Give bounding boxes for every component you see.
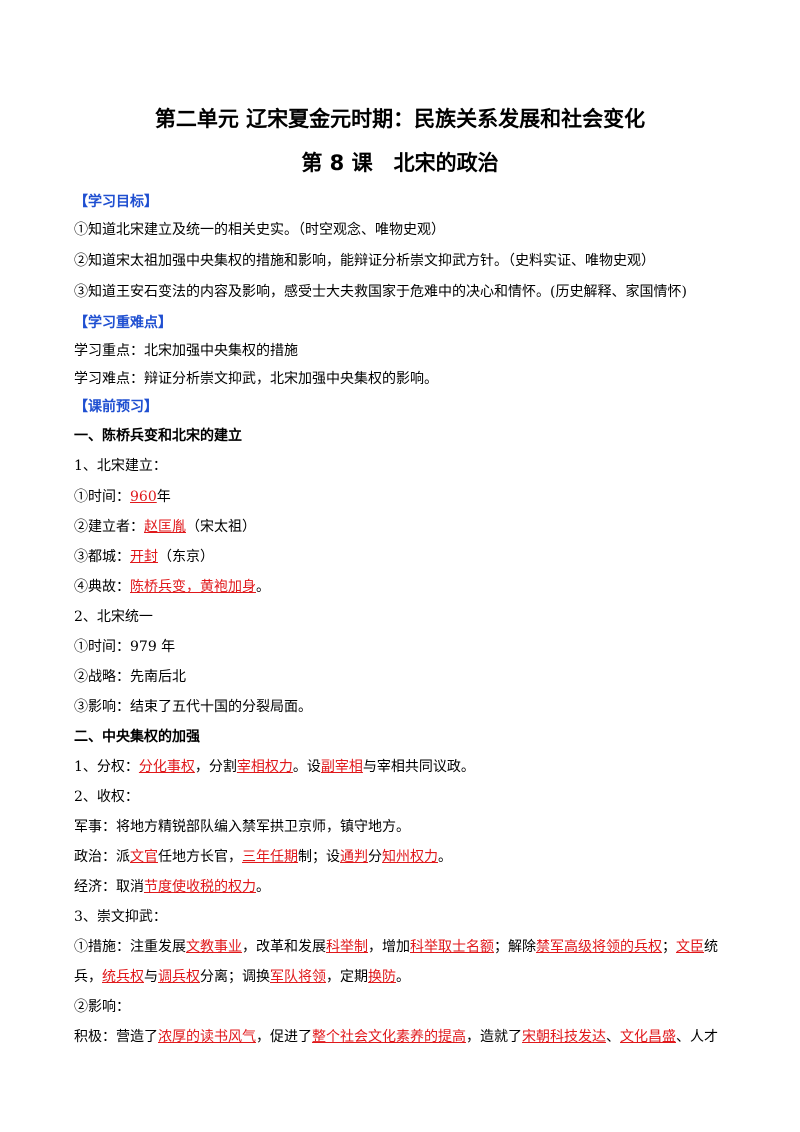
answer: 科举制 <box>326 939 368 955</box>
answer: 整个社会文化素养的提高 <box>312 1029 466 1045</box>
impact-heading: ②影响： <box>74 999 130 1015</box>
keypoints-heading: 【学习重难点】 <box>74 315 172 331</box>
answer: 陈桥兵变，黄袍加身 <box>130 579 256 595</box>
answer: 统兵权 <box>102 969 144 985</box>
measures-line: ①措施：注重发展文教事业，改革和发展科举制，增加科举取士名额；解除禁军高级将领的… <box>74 939 718 955</box>
positive-line: 积极：营造了浓厚的读书风气，促进了整个社会文化素养的提高，造就了宋朝科技发达、文… <box>74 1029 718 1045</box>
allusion: ④典故：陈桥兵变，黄袍加身。 <box>74 579 270 595</box>
answer: 知州权力 <box>382 849 438 865</box>
answer: 宋朝科技发达 <box>522 1029 606 1045</box>
section-1-title: 一、陈桥兵变和北宋的建立 <box>74 428 242 444</box>
unit-title: 第二单元 辽宋夏金元时期：民族关系发展和社会变化 <box>154 107 646 131</box>
lesson-title: 第 8 课 北宋的政治 <box>301 151 499 175</box>
sub-heading: 1、北宋建立： <box>74 458 167 474</box>
focus-line: 学习重点：北宋加强中央集权的措施 <box>74 343 298 359</box>
answer: 科举取士名额 <box>410 939 494 955</box>
founder: ②建立者：赵匡胤（宋太祖） <box>74 519 256 535</box>
answer: 通判 <box>340 849 368 865</box>
sub-heading: 2、北宋统一 <box>74 609 153 625</box>
economy-line: 经济：取消节度使收税的权力。 <box>74 879 270 895</box>
answer: 禁军高级将领的兵权 <box>536 939 662 955</box>
answer: 副宰相 <box>320 759 363 775</box>
answer: 节度使收税的权力 <box>144 879 256 895</box>
answer: 军队将领 <box>270 969 326 985</box>
unify-effect: ③影响：结束了五代十国的分裂局面。 <box>74 699 312 715</box>
answer: 三年任期 <box>242 849 298 865</box>
capital: ③都城：开封（东京） <box>74 549 214 565</box>
military-line: 军事：将地方精锐部队编入禁军拱卫京师，镇守地方。 <box>74 819 410 835</box>
section-2-title: 二、中央集权的加强 <box>74 729 200 745</box>
answer: 开封 <box>130 549 158 565</box>
measures-line-2: 兵，统兵权与调兵权分离；调换军队将领，定期换防。 <box>74 969 410 985</box>
sub-heading: 2、收权： <box>74 789 139 805</box>
answer: 浓厚的读书风气 <box>158 1029 256 1045</box>
answer: 调兵权 <box>158 969 200 985</box>
unify-time: ①时间：979 年 <box>74 639 176 655</box>
goal-item: ①知道北宋建立及统一的相关史实。（时空观念、唯物史观） <box>74 222 445 238</box>
founding-time: ①时间：960年 <box>74 489 171 505</box>
goals-heading: 【学习目标】 <box>74 194 158 210</box>
answer: 文官 <box>130 849 158 865</box>
answer: 960 <box>130 489 157 505</box>
answer: 文臣 <box>676 939 704 955</box>
divide-power: 1、分权：分化事权，分割宰相权力。设副宰相与宰相共同议政。 <box>74 759 475 775</box>
difficulty-line: 学习难点：辩证分析崇文抑武，北宋加强中央集权的影响。 <box>74 371 438 387</box>
goal-item: ③知道王安石变法的内容及影响，感受士大夫救国家于危难中的决心和情怀。(历史解释、… <box>74 284 687 300</box>
answer: 赵匡胤 <box>144 519 186 535</box>
answer: 文教事业 <box>186 939 242 955</box>
answer: 换防 <box>368 969 396 985</box>
answer: 宰相权力 <box>236 759 293 775</box>
answer: 文化昌盛 <box>620 1029 676 1045</box>
unify-strategy: ②战略：先南后北 <box>74 669 186 685</box>
preview-heading: 【课前预习】 <box>74 399 158 415</box>
answer: 分化事权 <box>138 759 195 775</box>
politics-line: 政治：派文官任地方长官，三年任期制；设通判分知州权力。 <box>74 849 452 865</box>
sub-heading: 3、崇文抑武： <box>74 909 167 925</box>
goal-item: ②知道宋太祖加强中央集权的措施和影响，能辩证分析崇文抑武方针。（史料实证、唯物史… <box>74 253 655 269</box>
